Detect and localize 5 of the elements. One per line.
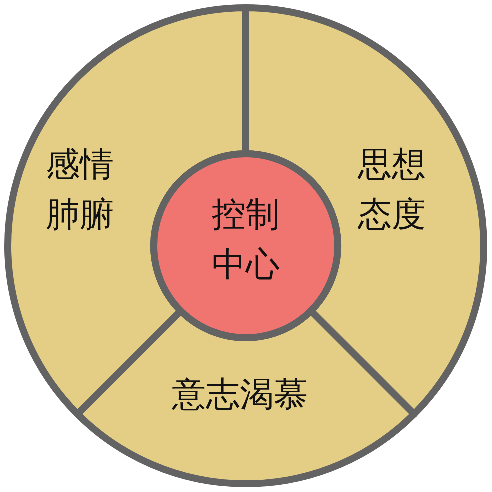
sector-label: 意志渴慕 bbox=[170, 374, 309, 417]
sector-label: 感情肺腑 bbox=[45, 144, 115, 237]
center-circle bbox=[150, 150, 342, 342]
sector-label: 控制中心 bbox=[211, 194, 281, 287]
sector-label: 思想态度 bbox=[356, 144, 427, 237]
